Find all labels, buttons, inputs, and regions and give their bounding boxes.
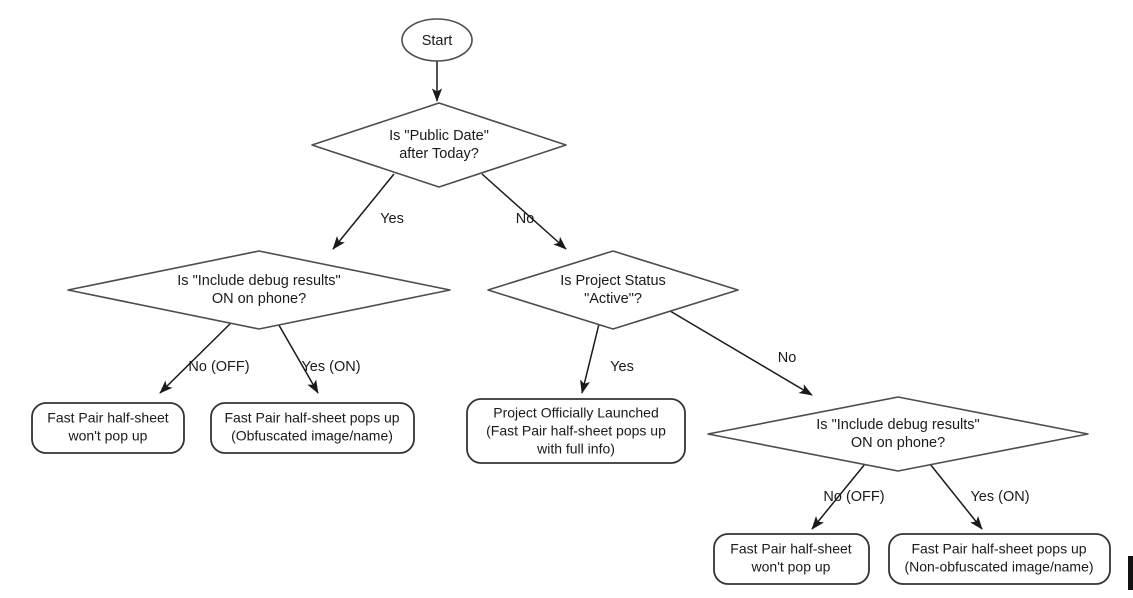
edge-label-public-date-yes: Yes bbox=[380, 211, 404, 227]
node-no-popup-right-line2: won't pop up bbox=[751, 559, 831, 575]
node-public-date-decision[interactable]: Is "Public Date" after Today? bbox=[311, 102, 567, 188]
edge-status-no bbox=[664, 307, 813, 396]
node-non-obfuscated-popup[interactable]: Fast Pair half-sheet pops up (Non-obfusc… bbox=[888, 533, 1111, 585]
edge-debug-right-no-off bbox=[811, 463, 866, 530]
node-public-date-line2: after Today? bbox=[399, 146, 479, 162]
node-no-popup-left-line2: won't pop up bbox=[68, 428, 148, 444]
node-project-launched[interactable]: Project Officially Launched (Fast Pair h… bbox=[466, 398, 686, 464]
node-debug-results-right-decision[interactable]: Is "Include debug results" ON on phone? bbox=[707, 396, 1089, 472]
node-no-popup-left-line1: Fast Pair half-sheet bbox=[47, 410, 168, 426]
edge-label-debug-right-no-off: No (OFF) bbox=[823, 489, 884, 505]
node-obfuscated-line2: (Obfuscated image/name) bbox=[231, 428, 393, 444]
edge-label-debug-right-yes-on: Yes (ON) bbox=[970, 489, 1029, 505]
node-launched-line1: Project Officially Launched bbox=[493, 405, 659, 421]
node-no-popup-right[interactable]: Fast Pair half-sheet won't pop up bbox=[713, 533, 870, 585]
node-non-obfuscated-line1: Fast Pair half-sheet pops up bbox=[911, 541, 1086, 557]
node-no-popup-left[interactable]: Fast Pair half-sheet won't pop up bbox=[31, 402, 185, 454]
edge-labels-layer: Yes No No (OFF) Yes (ON) Yes No No (OFF)… bbox=[188, 211, 1029, 505]
node-debug-right-line1: Is "Include debug results" bbox=[816, 417, 979, 433]
node-public-date-line1: Is "Public Date" bbox=[389, 128, 489, 144]
node-status-line2: "Active"? bbox=[584, 291, 642, 307]
node-debug-left-line1: Is "Include debug results" bbox=[177, 273, 340, 289]
edges-layer bbox=[159, 61, 983, 530]
node-obfuscated-line1: Fast Pair half-sheet pops up bbox=[224, 410, 399, 426]
edge-public-date-yes bbox=[332, 173, 395, 250]
edge-debug-right-yes-on bbox=[929, 463, 983, 530]
node-debug-left-line2: ON on phone? bbox=[212, 291, 306, 307]
edge-label-debug-left-yes-on: Yes (ON) bbox=[301, 359, 360, 375]
node-launched-line2: (Fast Pair half-sheet pops up bbox=[486, 423, 666, 439]
edge-label-status-yes: Yes bbox=[610, 359, 634, 375]
edge-label-status-no: No bbox=[778, 350, 797, 366]
node-start[interactable]: Start bbox=[401, 18, 473, 62]
node-project-status-decision[interactable]: Is Project Status "Active"? bbox=[487, 250, 739, 330]
node-debug-right-line2: ON on phone? bbox=[851, 435, 945, 451]
node-non-obfuscated-line2: (Non-obfuscated image/name) bbox=[904, 559, 1093, 575]
edge-debug-left-no-off bbox=[159, 319, 235, 394]
node-status-line1: Is Project Status bbox=[560, 273, 666, 289]
node-no-popup-right-line1: Fast Pair half-sheet bbox=[730, 541, 851, 557]
node-start-label: Start bbox=[422, 33, 453, 49]
edge-label-debug-left-no-off: No (OFF) bbox=[188, 359, 249, 375]
edge-status-yes bbox=[580, 319, 601, 394]
node-debug-results-left-decision[interactable]: Is "Include debug results" ON on phone? bbox=[67, 250, 451, 330]
node-launched-line3: with full info) bbox=[536, 441, 615, 457]
node-obfuscated-popup[interactable]: Fast Pair half-sheet pops up (Obfuscated… bbox=[210, 402, 415, 454]
edge-public-date-no bbox=[481, 173, 567, 250]
image-edge-artifact bbox=[1128, 556, 1133, 590]
edge-debug-left-yes-on bbox=[275, 319, 319, 394]
edge-label-public-date-no: No bbox=[516, 211, 535, 227]
